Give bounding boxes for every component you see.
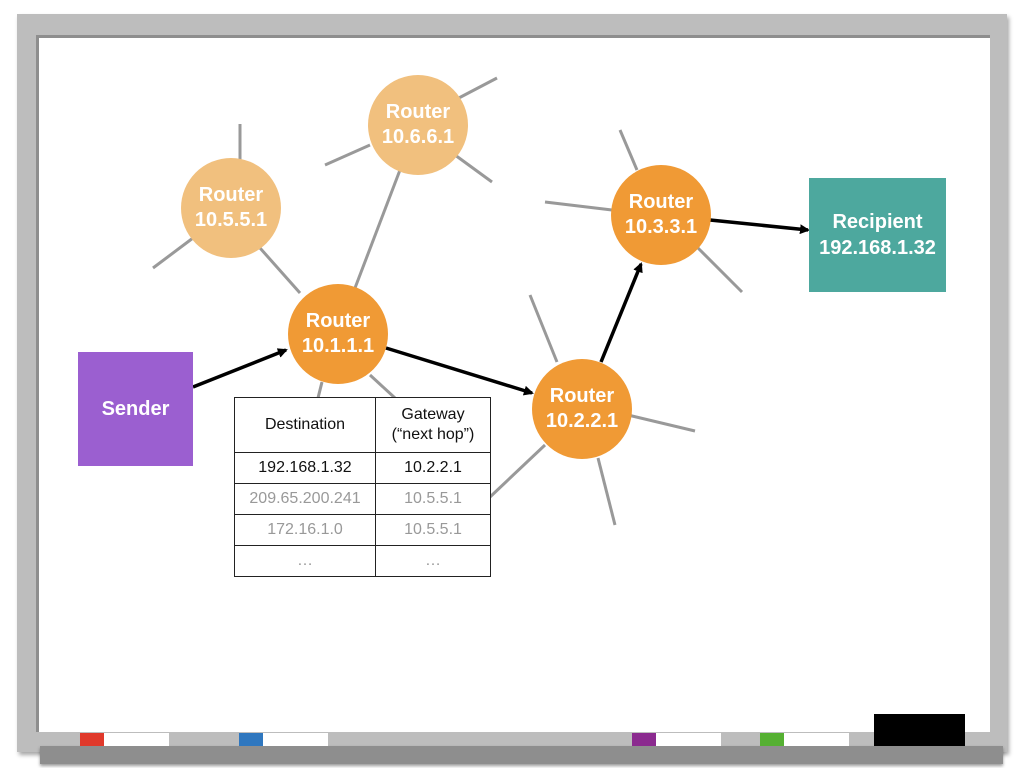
router-10-5-5-1: Router 10.5.5.1 [181,158,281,258]
destination-cell: … [234,545,376,577]
sender-node: Sender [78,352,193,466]
destination-cell: 172.16.1.0 [234,514,376,546]
router-10-2-2-1: Router 10.2.2.1 [532,359,632,459]
arrow-router-2-to-router-3 [599,262,643,363]
router-label: Router [198,184,264,206]
router-ip: 10.5.5.1 [194,209,268,231]
header-gateway: Gateway (“next hop”) [375,397,491,453]
router-label: Router [628,191,694,213]
router-ip: 10.3.3.1 [624,216,698,238]
arrow-router-1-to-router-2 [385,346,534,396]
spoke-lines [152,76,744,526]
router-ip: 10.2.2.1 [545,410,619,432]
router-label: Router [305,310,371,332]
recipient-node: Recipient 192.168.1.32 [809,178,946,292]
router-label: Router [385,101,451,123]
eraser[interactable] [874,714,965,746]
table-row: 172.16.1.0 10.5.5.1 [234,514,491,546]
table-row: 209.65.200.241 10.5.5.1 [234,483,491,515]
red-marker[interactable] [80,733,169,746]
destination-cell: 209.65.200.241 [234,483,376,515]
table-row: 192.168.1.32 10.2.2.1 [234,452,491,484]
recipient-ip: 192.168.1.32 [819,237,936,259]
recipient-label: Recipient [832,211,923,233]
gateway-cell: 10.5.5.1 [375,483,491,515]
router-10-6-6-1: Router 10.6.6.1 [368,75,468,175]
whiteboard-surface [36,35,990,732]
router-ip: 10.1.1.1 [301,335,375,357]
gateway-cell: 10.2.2.1 [375,452,491,484]
marker-cap [239,733,263,746]
routing-table: Destination Gateway (“next hop”) 192.168.… [234,397,491,577]
router-label: Router [549,385,615,407]
router-10-3-3-1: Router 10.3.3.1 [611,165,711,265]
header-destination: Destination [234,397,376,453]
purple-marker[interactable] [632,733,721,746]
blue-marker[interactable] [239,733,328,746]
marker-cap [760,733,784,746]
gateway-cell: … [375,545,491,577]
marker-tray [40,746,1003,764]
header-gateway-sub: (“next hop”) [391,426,475,443]
sender-label: Sender [101,398,170,420]
header-gateway-label: Gateway [401,406,465,423]
router-ip: 10.6.6.1 [381,126,455,148]
router-10-1-1-1: Router 10.1.1.1 [288,284,388,384]
marker-cap [80,733,104,746]
arrow-sender-to-router-1 [192,348,288,389]
table-header-row: Destination Gateway (“next hop”) [234,397,491,453]
destination-cell: 192.168.1.32 [234,452,376,484]
marker-cap [632,733,656,746]
green-marker[interactable] [760,733,849,746]
gateway-cell: 10.5.5.1 [375,514,491,546]
table-row: … … [234,545,491,577]
arrow-router-3-to-recipient [709,218,810,235]
